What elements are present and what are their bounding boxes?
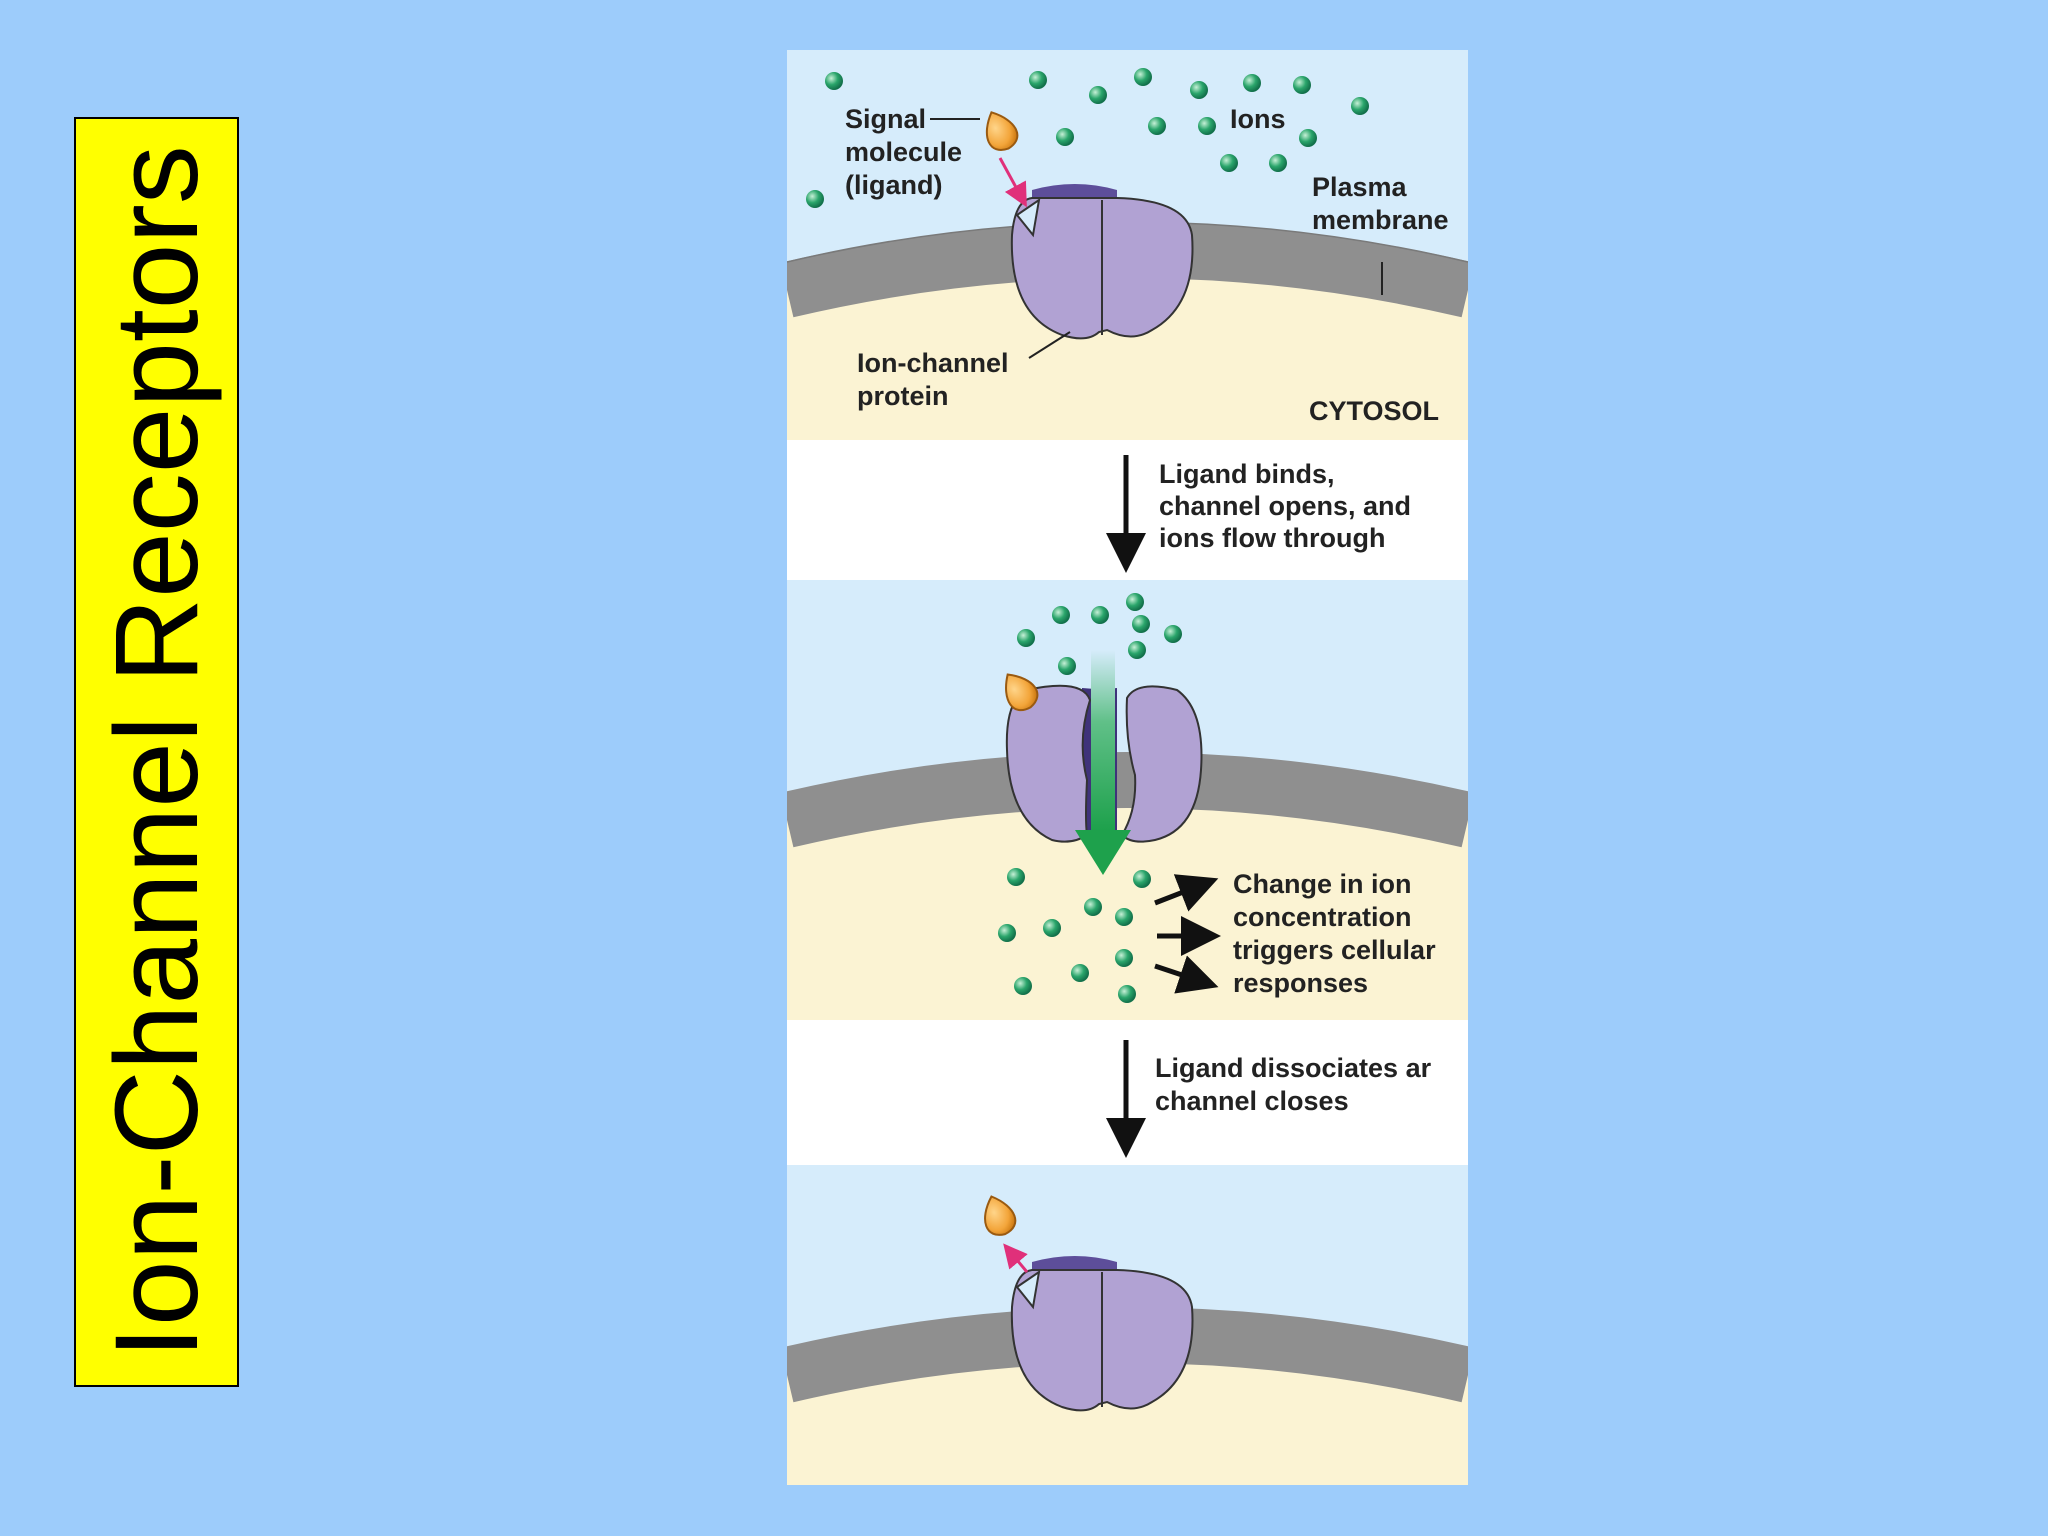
plasma-membrane-2	[787, 752, 1468, 848]
step-1-line-3: ions flow through	[1159, 523, 1385, 553]
ion-icon	[1058, 657, 1076, 675]
ion-icon	[1243, 74, 1261, 92]
binding-site	[1015, 197, 1041, 238]
step-1-line-2: channel opens, and	[1159, 491, 1411, 521]
ion-icon	[806, 190, 824, 208]
label-cytosol: CYTOSOL	[1309, 396, 1439, 426]
bound-ligand-icon	[1005, 673, 1039, 712]
title-box: Ion-Channel Receptors	[74, 117, 239, 1387]
step-2-line-2: channel closes	[1155, 1086, 1349, 1116]
ion-icon	[1164, 625, 1182, 643]
panel-1-resting: Signal molecule (ligand) Ions Plasma mem…	[787, 50, 1468, 440]
ion-flow-shaft	[1091, 650, 1115, 830]
label-signal-3: (ligand)	[845, 170, 942, 200]
ion-icon	[1293, 76, 1311, 94]
ions-entering	[1017, 593, 1182, 675]
response-line-3: triggers cellular	[1233, 935, 1436, 965]
ion-icon	[1052, 606, 1070, 624]
ions-extracellular	[806, 68, 1369, 208]
label-ionchannel-1: Ion-channel	[857, 348, 1009, 378]
response-line-4: responses	[1233, 968, 1368, 998]
label-ions: Ions	[1230, 104, 1286, 134]
ion-icon	[998, 924, 1016, 942]
released-ligand-icon	[984, 1195, 1017, 1236]
ion-icon	[1084, 898, 1102, 916]
figure-svg: Signal molecule (ligand) Ions Plasma mem…	[787, 50, 1468, 1485]
ion-icon	[1115, 949, 1133, 967]
ion-channel-closed	[1010, 184, 1194, 340]
ion-channel-figure: Signal molecule (ligand) Ions Plasma mem…	[787, 50, 1468, 1485]
ion-icon	[1056, 128, 1074, 146]
ion-icon	[1128, 641, 1146, 659]
cytosol-region	[787, 250, 1468, 440]
response-arrow-1	[1154, 874, 1219, 912]
label-plasma-1: Plasma	[1312, 172, 1408, 202]
response-arrow-3	[1154, 955, 1219, 994]
ion-icon	[1029, 71, 1047, 89]
label-signal-1: Signal	[845, 104, 926, 134]
ion-icon	[1089, 86, 1107, 104]
channel-subunit-right	[1120, 685, 1203, 843]
ion-icon	[825, 72, 843, 90]
ion-icon	[1299, 129, 1317, 147]
ion-icon	[1071, 964, 1089, 982]
step-2-line-1: Ligand dissociates ar	[1155, 1053, 1432, 1083]
ions-cytosol	[998, 868, 1151, 1003]
ion-channel-closed-again	[1010, 1256, 1194, 1412]
response-line-1: Change in ion	[1233, 869, 1412, 899]
ion-flow-arrowhead	[1075, 830, 1131, 875]
ion-icon	[1118, 985, 1136, 1003]
ion-icon	[1190, 81, 1208, 99]
label-plasma-2: membrane	[1312, 205, 1449, 235]
step-2: Ligand dissociates ar channel closes	[787, 1020, 1468, 1165]
response-line-2: concentration	[1233, 902, 1412, 932]
ion-icon	[1133, 870, 1151, 888]
ion-icon	[1091, 606, 1109, 624]
binding-arrow	[998, 157, 1027, 208]
panel-3-closed	[787, 1165, 1468, 1485]
ion-icon	[1132, 615, 1150, 633]
slide-title: Ion-Channel Receptors	[90, 145, 223, 1359]
panel-2-open: Change in ion concentration triggers cel…	[787, 580, 1468, 1020]
ion-icon	[1148, 117, 1166, 135]
step-1-line-1: Ligand binds,	[1159, 459, 1335, 489]
ion-icon	[1115, 908, 1133, 926]
release-arrow	[1003, 1243, 1029, 1273]
ion-icon	[1043, 919, 1061, 937]
label-signal-2: molecule	[845, 137, 962, 167]
ion-icon	[1017, 629, 1035, 647]
ion-icon	[1220, 154, 1238, 172]
ion-icon	[1007, 868, 1025, 886]
protein-leader	[1028, 331, 1071, 359]
ion-icon	[1198, 117, 1216, 135]
ion-icon	[1134, 68, 1152, 86]
cytosol-region-2	[787, 780, 1468, 1020]
label-ionchannel-2: protein	[857, 381, 949, 411]
ion-icon	[1126, 593, 1144, 611]
binding-site-3	[1015, 1269, 1041, 1310]
ligand-icon	[985, 111, 1019, 151]
step-1: Ligand binds, channel opens, and ions fl…	[787, 440, 1468, 580]
ion-icon	[1014, 977, 1032, 995]
ion-icon	[1269, 154, 1287, 172]
ion-icon	[1351, 97, 1369, 115]
